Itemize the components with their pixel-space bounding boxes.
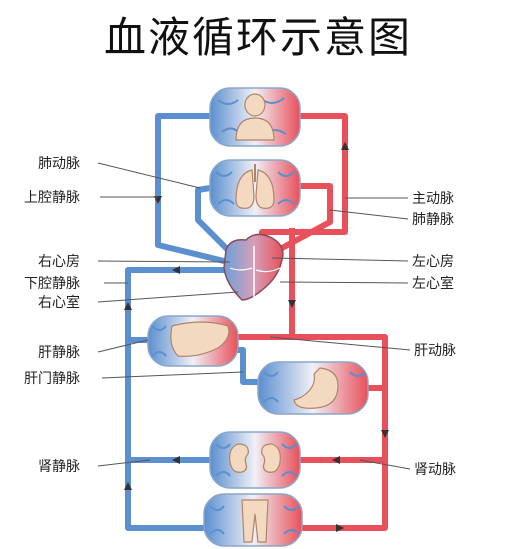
label-renal-vein: 肾静脉 [38,459,80,475]
stomach-icon [293,367,339,409]
label-pulmonary-artery: 肺动脉 [38,156,80,172]
superior-vena-cava [155,113,229,265]
label-superior-vena-cava: 上腔静脉 [24,190,80,206]
label-right-atrium: 右心房 [38,254,80,270]
liver-capillary-bed [147,315,239,367]
kidney-capillary-bed [209,431,301,489]
kidneys-icon [229,443,281,473]
lower-body-capillary-bed [203,493,303,547]
arrow-down-icon [288,300,296,308]
head-capillary-bed [209,87,301,147]
arrow-left-icon [172,456,180,464]
arrow-down-icon [154,196,162,204]
label-hepatic-vein: 肝静脉 [38,345,80,361]
gut-capillary-bed [257,361,369,415]
label-left-atrium: 左心房 [412,254,454,270]
portal-vein-vessel [235,347,258,385]
head-silhouette-icon [235,93,275,141]
label-aorta: 主动脉 [412,191,454,207]
arrow-right-icon [336,524,344,532]
label-left-ventricle: 左心室 [412,275,454,292]
label-hepatic-artery: 肝动脉 [414,343,456,359]
arrow-down-icon [341,142,349,150]
label-pulmonary-vein: 肺静脉 [412,212,454,228]
liver-icon [170,321,230,357]
label-renal-artery: 肾动脉 [414,462,456,478]
left-labels: 肺动脉 上腔静脉 右心房 下腔静脉 右心室 肝静脉 肝门静脉 肾静脉 [24,156,80,475]
lung-capillary-bed [209,159,301,217]
label-hepatic-portal-vein: 肝门静脉 [24,371,80,387]
heart [223,233,284,301]
flow-arrows [124,142,389,532]
leader-lines [97,162,411,470]
arrow-left-icon [332,456,340,464]
label-inferior-vena-cava: 下腔静脉 [24,276,80,292]
arrow-left-icon [172,266,180,274]
pulmonary-artery [195,185,243,265]
label-right-ventricle: 右心室 [38,294,80,311]
right-labels: 主动脉 肺静脉 左心房 左心室 肝动脉 肾动脉 [412,191,456,478]
arrow-down-icon [381,430,389,438]
page-title: 血液循环示意图 [103,13,412,62]
inferior-vena-cava [125,267,228,531]
arrow-up-icon [124,482,132,490]
lungs-icon [235,169,275,209]
arrow-up-icon [124,302,132,310]
legs-icon [241,499,269,543]
